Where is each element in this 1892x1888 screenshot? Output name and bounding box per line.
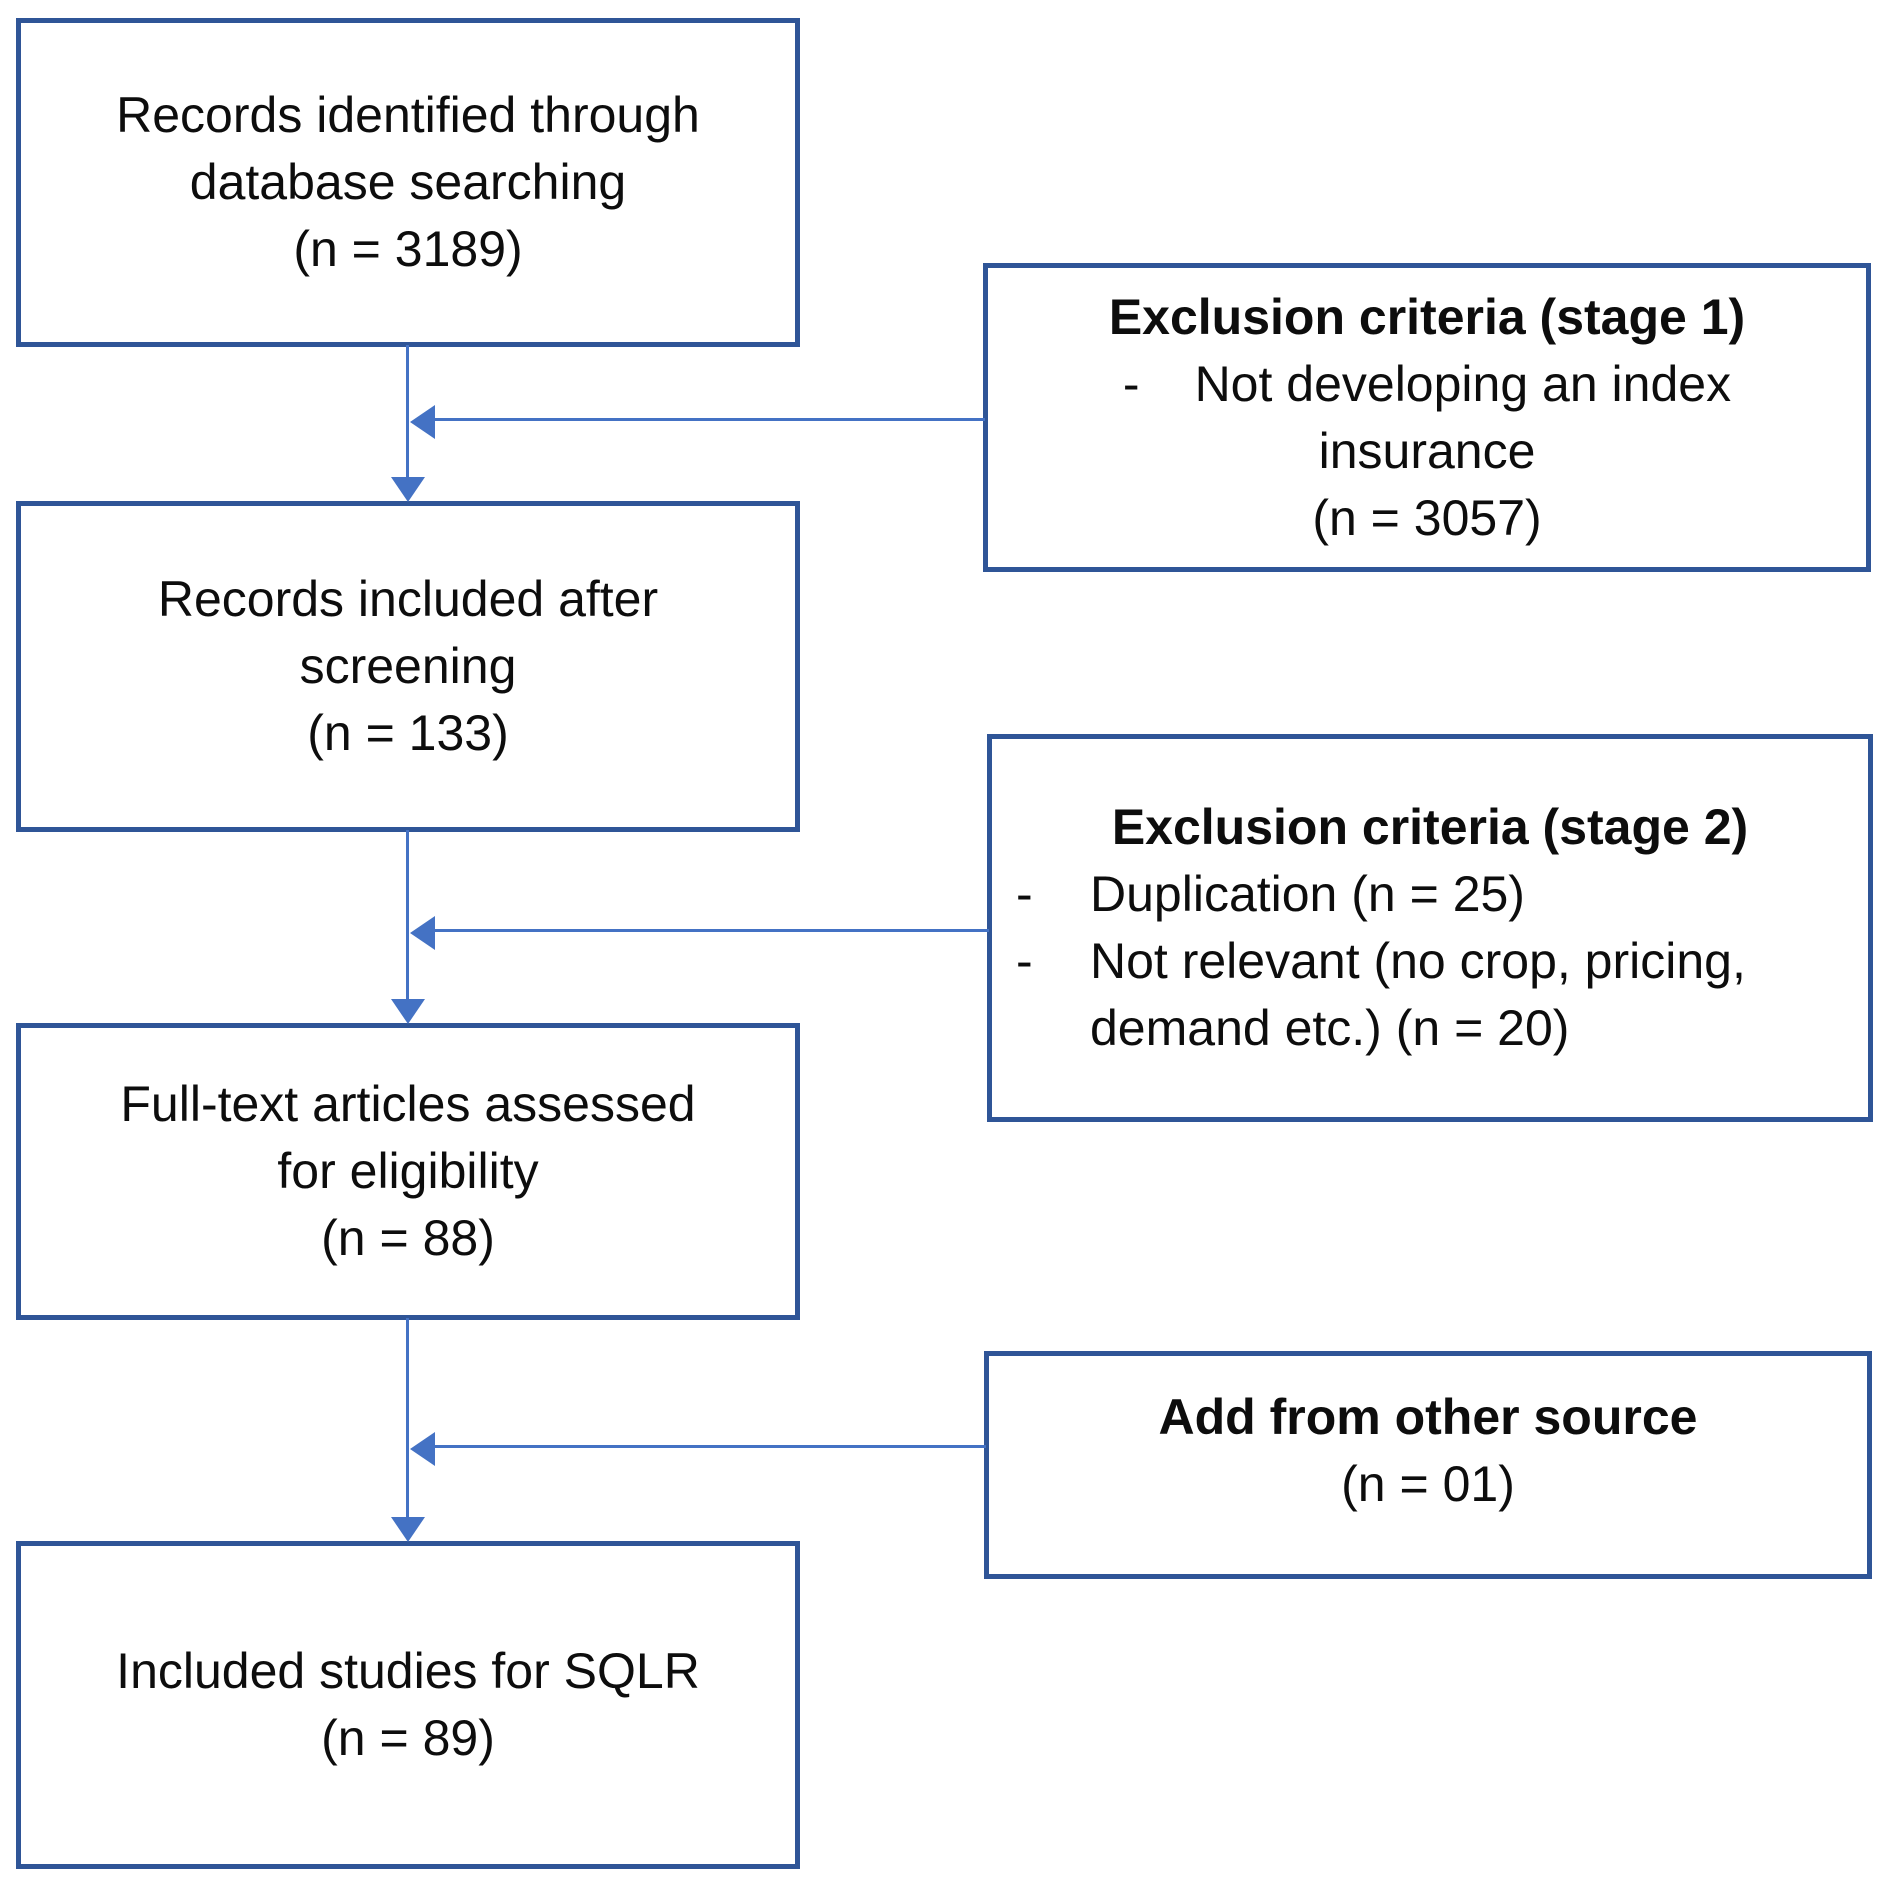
box-count-label: (n = 3057): [1312, 489, 1542, 546]
box-text-line: Full-text articles assessed: [120, 1076, 696, 1132]
bullet-dash: -: [1016, 866, 1033, 922]
arrow-down-line-3: [406, 1318, 409, 1519]
arrow-down-line-2: [406, 830, 409, 1001]
arrow-down-line-1: [406, 345, 409, 479]
box-records-identified: Records identified through database sear…: [16, 18, 800, 347]
bullet-text: Not developing an index: [1194, 355, 1732, 412]
box-add-from-other-source: Add from other source (n = 01): [984, 1351, 1872, 1579]
box-text-line: database searching: [189, 154, 627, 210]
bullet-dash: -: [1016, 933, 1033, 989]
box-exclusion-criteria-stage1: Exclusion criteria (stage 1) - Not devel…: [983, 263, 1871, 572]
box-count-label: (n = 88): [321, 1210, 495, 1266]
box-text-line: screening: [299, 638, 517, 694]
bullet-line: - Not developing an index: [1123, 351, 1731, 418]
arrow-down-head-3: [391, 1517, 425, 1542]
arrow-left-head-2: [410, 916, 435, 950]
bullet-text: demand etc.) (n = 20): [1090, 1000, 1570, 1056]
box-count-label: (n = 01): [1341, 1456, 1515, 1512]
box-records-included-after-screening: Records included after screening (n = 13…: [16, 501, 800, 832]
box-count-label: (n = 89): [321, 1710, 495, 1766]
box-fulltext-assessed: Full-text articles assessed for eligibil…: [16, 1023, 800, 1320]
box-count-label: (n = 3189): [293, 221, 523, 277]
box-text-line: Included studies for SQLR: [116, 1643, 700, 1699]
box-included-studies-sqlr: Included studies for SQLR (n = 89): [16, 1541, 800, 1869]
bullet-text-block: Duplication (n = 25): [1090, 861, 1868, 928]
box-title: Add from other source: [1158, 1389, 1698, 1445]
arrow-left-line-1: [434, 418, 985, 421]
arrow-left-head-1: [410, 405, 435, 439]
bullet-text: Duplication (n = 25): [1090, 866, 1525, 922]
box-title: Exclusion criteria (stage 2): [1111, 799, 1749, 855]
bullet-line: - Duplication (n = 25): [992, 861, 1868, 928]
box-text-line: for eligibility: [277, 1143, 539, 1199]
box-title: Exclusion criteria (stage 1): [1108, 288, 1746, 345]
bullet-line: - Not relevant (no crop, pricing, demand…: [992, 928, 1868, 1062]
arrow-left-head-3: [410, 1432, 435, 1466]
arrow-left-line-3: [434, 1445, 986, 1448]
bullet-text: Not relevant (no crop, pricing,: [1090, 933, 1746, 989]
bullet-dash: -: [1122, 355, 1140, 412]
box-exclusion-criteria-stage2: Exclusion criteria (stage 2) - Duplicati…: [987, 734, 1873, 1122]
arrow-down-head-1: [391, 477, 425, 502]
bullet-text-block: Not relevant (no crop, pricing, demand e…: [1090, 928, 1868, 1062]
box-text-line: Records identified through: [116, 87, 700, 143]
box-count-label: (n = 133): [307, 705, 509, 761]
arrow-left-line-2: [434, 929, 989, 932]
arrow-down-head-2: [391, 999, 425, 1024]
box-text-line: Records included after: [157, 571, 659, 627]
box-text-line: insurance: [1318, 422, 1536, 479]
